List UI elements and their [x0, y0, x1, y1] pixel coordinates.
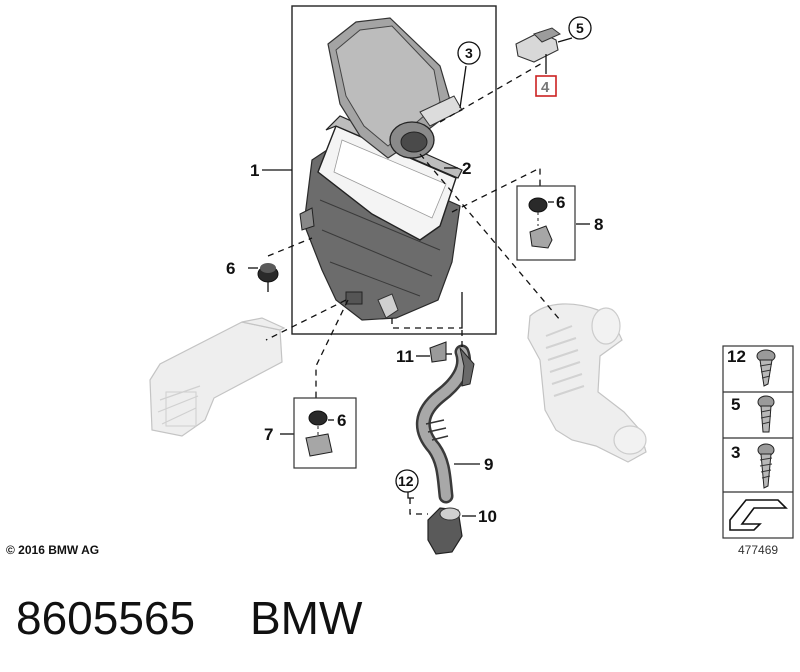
callout-9: 9: [484, 455, 493, 474]
callout-10: 10: [478, 507, 497, 526]
detail-box-7: [293, 397, 357, 469]
dash-housing-to-box8: [451, 166, 541, 213]
leader-12: [407, 492, 414, 499]
legend-label-3: 3: [731, 443, 740, 462]
callout-2: 2: [462, 159, 471, 178]
hose-clamp: [429, 341, 447, 363]
callout-12: 12: [398, 473, 414, 489]
callout-11: 11: [396, 347, 414, 366]
part-number: 8605565: [16, 592, 195, 644]
callout-circle-12: [395, 469, 419, 493]
clean-air-pipe-right: [527, 303, 647, 463]
callout-1: 1: [250, 161, 259, 180]
dash-housing-to-box7: [315, 299, 349, 398]
dash-housing-to-duct: [265, 299, 347, 341]
screw-3-icon: [757, 443, 775, 489]
dash-housing-to-hose: [391, 292, 463, 350]
callout-circle-3: [457, 41, 481, 65]
brand-name: BMW: [250, 592, 363, 644]
copyright-text: © 2016 BMW AG: [6, 543, 99, 557]
callout-6-left: 6: [226, 259, 235, 278]
highlight-box-4: [535, 75, 557, 97]
dash-mount-left: [267, 237, 313, 257]
callout-5: 5: [576, 20, 584, 36]
callout-4: 4: [541, 79, 550, 96]
detail-box-8: [516, 185, 576, 261]
air-filter-housing-cover: [327, 17, 463, 159]
leader-3: [459, 65, 467, 109]
callout-3: 3: [465, 45, 473, 61]
arrow-icon: [729, 499, 788, 531]
legend-label-12: 12: [727, 347, 746, 366]
callout-circle-5: [568, 16, 592, 40]
diagram-number: 477469: [738, 543, 778, 557]
vent-connector: [427, 507, 463, 555]
screw-5-icon: [757, 395, 775, 433]
dash-clamp-12: [409, 498, 428, 515]
screw-12-icon: [756, 349, 776, 387]
legend-label-5: 5: [731, 395, 740, 414]
vent-hose: [415, 344, 475, 504]
callout-6-box7: 6: [337, 411, 346, 430]
dash-cover-to-sensor: [439, 61, 545, 123]
callout-6-box8: 6: [556, 193, 565, 212]
callout-7: 7: [264, 425, 273, 444]
intake-duct-left: [149, 317, 286, 437]
dash-outlet-to-pipe: [419, 153, 561, 321]
callout-8: 8: [594, 215, 603, 234]
leader-5: [557, 37, 573, 43]
rubber-mount-left: [257, 263, 279, 283]
hot-film-sensor: [515, 27, 561, 63]
fastener-legend: 12 5 3: [722, 345, 794, 539]
